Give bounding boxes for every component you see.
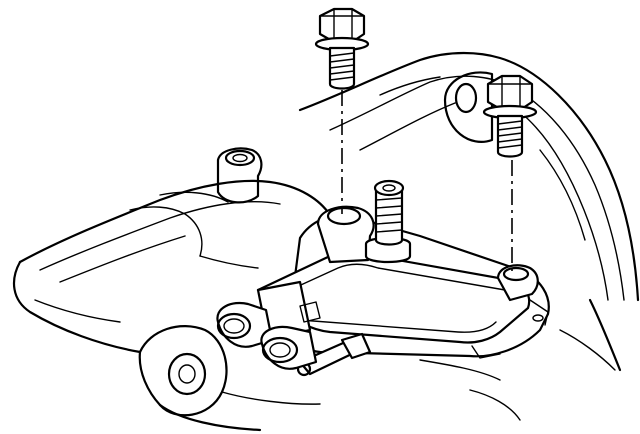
electrical-connector	[216, 280, 321, 370]
transmission-case	[12, 51, 640, 432]
upper-bolt	[314, 7, 370, 90]
alignment-lines	[341, 90, 513, 272]
shaft	[364, 179, 412, 264]
right-bolt	[482, 74, 538, 158]
